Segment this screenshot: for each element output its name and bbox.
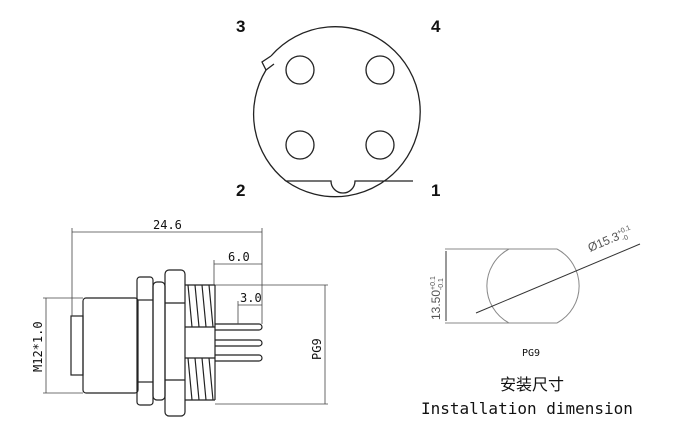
pin-face-view	[252, 26, 421, 198]
cutout-height-dim: 13.50+0.1-0.1	[429, 276, 445, 320]
side-dimensions	[43, 228, 328, 405]
title-chinese: 安装尺寸	[500, 375, 564, 394]
pin-hole	[285, 130, 315, 160]
face-outline	[270, 26, 421, 198]
cutout-thread-label: PG9	[522, 348, 540, 359]
pin-label-4: 4	[431, 17, 441, 36]
key-notch	[261, 55, 275, 71]
side-view	[70, 269, 263, 417]
m12-dim: M12*1.0	[31, 321, 45, 372]
pin-label-2: 2	[236, 181, 245, 200]
thread-length-dim: 6.0	[228, 250, 250, 264]
pin-label-3: 3	[236, 17, 245, 36]
pin-length-dim: 3.0	[240, 291, 262, 305]
overall-length-dim: 24.6	[153, 218, 182, 232]
pin-hole	[365, 55, 395, 85]
pin-hole	[365, 130, 395, 160]
title-english: Installation dimension	[421, 399, 633, 418]
panel-cutout	[445, 243, 641, 324]
pin-hole	[285, 55, 315, 85]
pg9-dim: PG9	[310, 338, 324, 360]
pin-label-1: 1	[431, 181, 440, 200]
cutout-diameter-dim: Ø15.3+0.1-0	[586, 224, 635, 257]
